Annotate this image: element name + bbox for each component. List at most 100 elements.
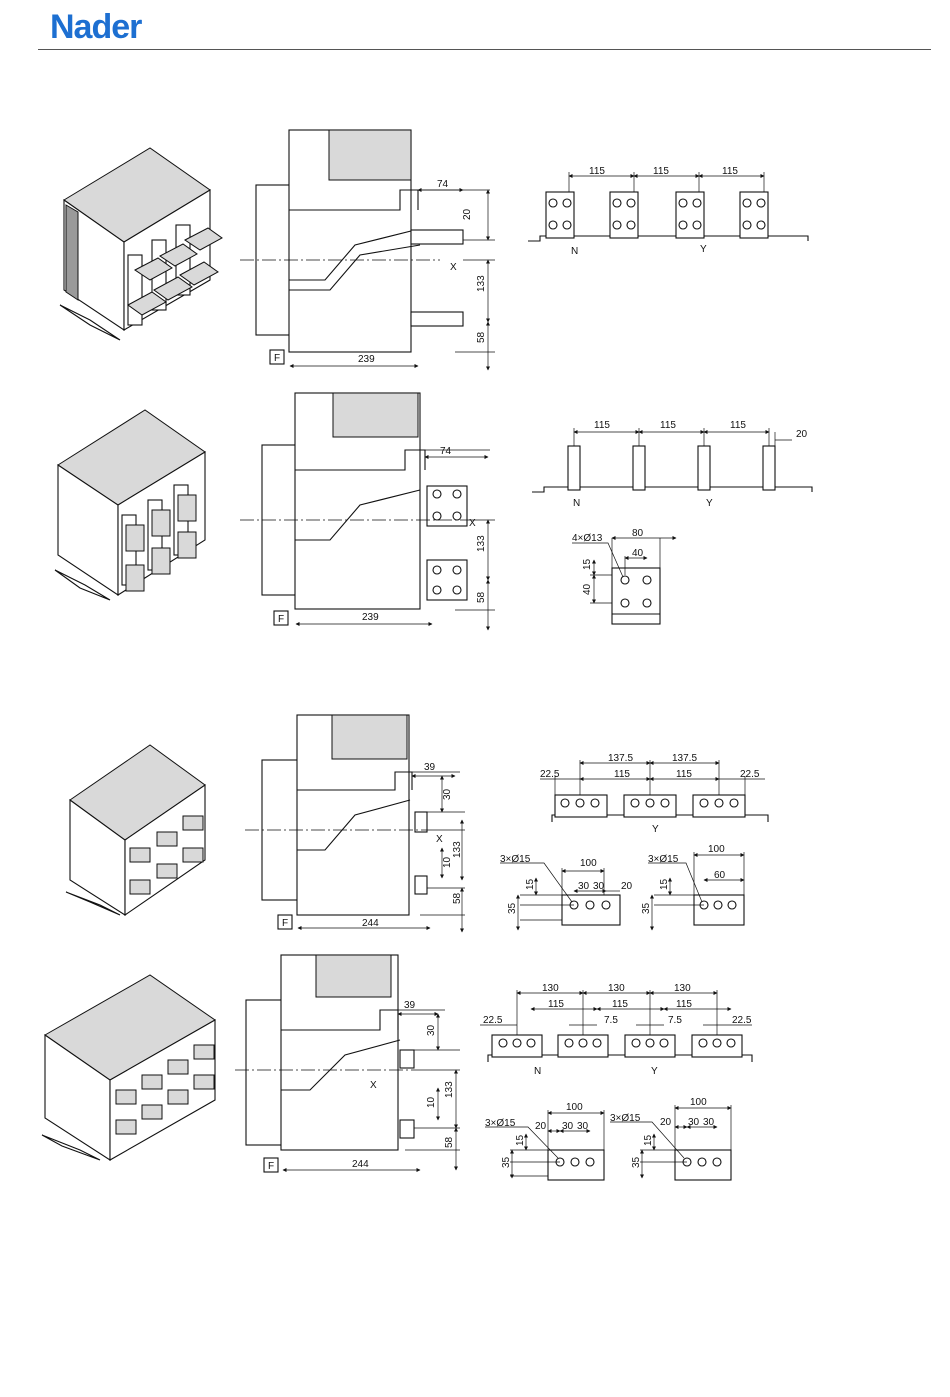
r3-pitch-a1: 137.5 <box>608 753 633 764</box>
r2-dim-74: 74 <box>440 446 452 457</box>
r4-edge-2: 22.5 <box>732 1015 752 1026</box>
r4-label-y: Y <box>651 1066 658 1077</box>
r2-pad-80: 80 <box>632 528 644 539</box>
r4-pitch-b1: 115 <box>548 999 564 1010</box>
r1-dim-239: 239 <box>358 354 375 365</box>
r4-pitch-a1: 130 <box>542 983 559 994</box>
r3a-100: 100 <box>580 858 597 869</box>
r2-pitch-1: 115 <box>594 420 610 431</box>
r2-thickness-20: 20 <box>796 429 808 440</box>
r4-mid-1: 7.5 <box>604 1015 618 1026</box>
r4-pitch-a3: 130 <box>674 983 691 994</box>
r2-dim-239: 239 <box>362 612 379 623</box>
row1-isometric-view <box>59 147 223 341</box>
r3b-100: 100 <box>708 844 725 855</box>
r4b-20: 20 <box>660 1117 672 1128</box>
r2-pitch-3: 115 <box>730 420 746 431</box>
r1-pitch-3: 115 <box>722 166 738 177</box>
r3-dim-30: 30 <box>442 788 453 800</box>
r4a-30-2: 30 <box>577 1121 589 1132</box>
r4-pitch-a2: 130 <box>608 983 625 994</box>
r2-ref-f: F <box>278 614 284 625</box>
r2-pad-15: 15 <box>582 558 593 570</box>
r1-axis-x: X <box>450 262 457 273</box>
r3-dim-133: 133 <box>452 841 463 858</box>
r4-dim-244: 244 <box>352 1159 369 1170</box>
r1-label-y: Y <box>700 244 707 255</box>
r4b-35: 35 <box>631 1156 642 1168</box>
row2-pad-detail: 4×Ø13 80 40 15 40 <box>572 528 677 625</box>
row3-pad-detail-b: 3×Ø15 100 60 15 35 <box>641 844 745 931</box>
r4-ref-f: F <box>268 1161 274 1172</box>
r4-pitch-b3: 115 <box>676 999 692 1010</box>
r3-pitch-b2: 115 <box>676 769 692 780</box>
r3-label-y: Y <box>652 824 659 835</box>
row3-side-dimensions: 39 30 133 10 58 244 X F <box>277 762 465 933</box>
r3b-35: 35 <box>641 902 652 914</box>
r1-dim-74: 74 <box>437 179 449 190</box>
r1-pitch-1: 115 <box>589 166 605 177</box>
r3a-15: 15 <box>525 878 536 890</box>
r4b-30-2: 30 <box>703 1117 715 1128</box>
r3a-holes: 3×Ø15 <box>500 854 531 865</box>
r3-axis-x: X <box>436 834 443 845</box>
row4-side-dimensions: 39 30 133 10 58 244 X F <box>263 1000 460 1173</box>
r4-dim-58: 58 <box>444 1136 455 1148</box>
r4-dim-39: 39 <box>404 1000 416 1011</box>
r1-pitch-2: 115 <box>653 166 669 177</box>
row1-side-view <box>240 129 464 353</box>
row1-terminal-plan: 115 115 115 N Y <box>528 166 809 257</box>
r3a-20: 20 <box>621 881 633 892</box>
r1-dim-133: 133 <box>476 275 487 292</box>
row2-isometric-view <box>54 409 206 601</box>
r2-pad-holes: 4×Ø13 <box>572 533 603 544</box>
r3a-30-1: 30 <box>578 881 590 892</box>
row2-side-dimensions: 74 133 58 239 X F <box>273 446 495 631</box>
r4b-100: 100 <box>690 1097 707 1108</box>
r3-dim-244: 244 <box>362 918 379 929</box>
r3a-35: 35 <box>507 902 518 914</box>
row4-pad-detail-a: 3×Ø15 100 20 30 30 15 35 <box>485 1102 605 1181</box>
r4b-30-1: 30 <box>688 1117 700 1128</box>
r3-dim-58: 58 <box>452 892 463 904</box>
r4-dim-133: 133 <box>444 1081 455 1098</box>
r3b-15: 15 <box>659 878 670 890</box>
r2-pad-40h: 40 <box>632 548 644 559</box>
r4-dim-10: 10 <box>426 1096 437 1108</box>
r1-dim-20: 20 <box>462 208 473 220</box>
row1-side-dimensions: 74 20 133 58 239 X F <box>269 179 495 371</box>
row2-side-view <box>240 392 468 610</box>
row4-side-view <box>235 954 420 1151</box>
r2-axis-x: X <box>469 518 476 529</box>
r3-pitch-a2: 137.5 <box>672 753 697 764</box>
r4a-20: 20 <box>535 1121 547 1132</box>
r4a-holes: 3×Ø15 <box>485 1118 516 1129</box>
brand-logo: Nader <box>50 8 142 46</box>
r3-ref-f: F <box>282 918 288 929</box>
r3-edge-2: 22.5 <box>740 769 760 780</box>
r4b-holes: 3×Ø15 <box>610 1113 641 1124</box>
row4-terminal-plan: 130 130 130 115 115 115 22.5 22.5 7.5 7.… <box>480 983 753 1077</box>
r2-pad-40v: 40 <box>582 583 593 595</box>
r4a-15: 15 <box>515 1134 526 1146</box>
header-divider <box>38 49 931 50</box>
r2-label-y: Y <box>706 498 713 509</box>
r4-dim-30: 30 <box>426 1024 437 1036</box>
r3b-holes: 3×Ø15 <box>648 854 679 865</box>
r3-pitch-b1: 115 <box>614 769 630 780</box>
r4a-100: 100 <box>566 1102 583 1113</box>
r4-pitch-b2: 115 <box>612 999 628 1010</box>
r3-edge-1: 22.5 <box>540 769 560 780</box>
r4a-35: 35 <box>501 1156 512 1168</box>
row3-pad-detail-a: 3×Ø15 100 30 30 20 15 35 <box>500 854 633 931</box>
r3-dim-10: 10 <box>442 856 453 868</box>
r3-dim-39: 39 <box>424 762 436 773</box>
r2-dim-133: 133 <box>476 535 487 552</box>
r4b-15: 15 <box>643 1134 654 1146</box>
row3-terminal-plan: 137.5 137.5 115 115 22.5 22.5 Y <box>540 753 769 835</box>
r2-dim-58: 58 <box>476 591 487 603</box>
r3a-30-2: 30 <box>593 881 605 892</box>
row3-isometric-view <box>65 744 206 917</box>
r1-dim-58: 58 <box>476 331 487 343</box>
